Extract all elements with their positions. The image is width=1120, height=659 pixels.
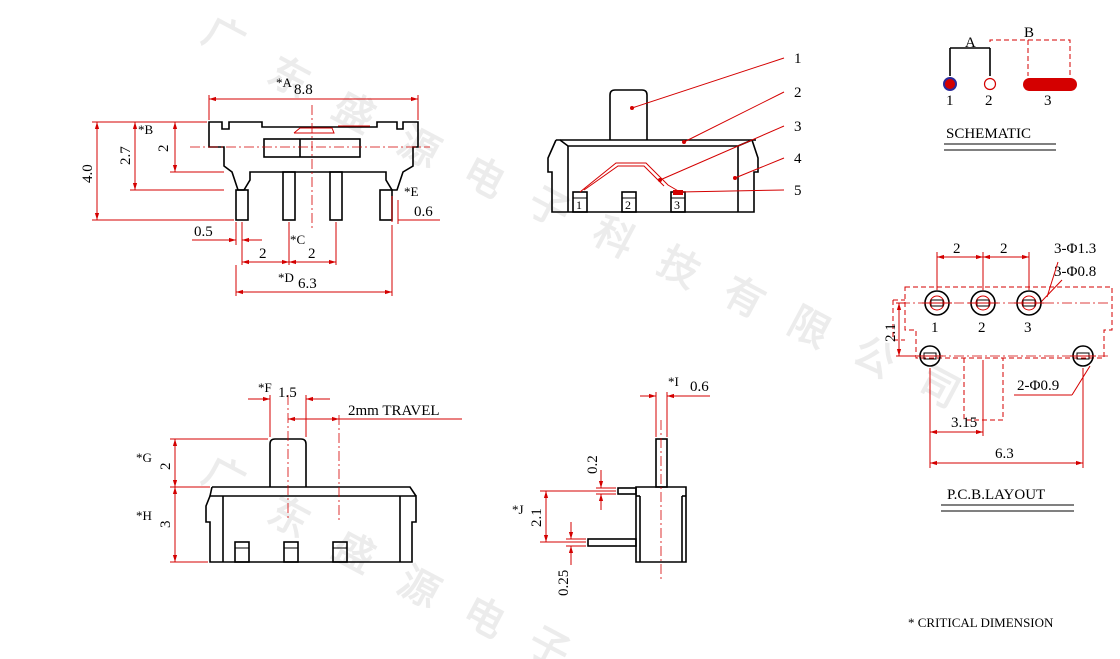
dim-B-value: 2: [156, 145, 172, 153]
dim-I-value: 0.6: [690, 379, 709, 395]
pcb-dim-6-3: 6.3: [995, 446, 1014, 462]
pcb-dim-left: 2: [953, 241, 961, 257]
schematic: A B 1 2 3 SCHEMATIC: [943, 25, 1077, 151]
pcb-pin-3: 3: [1024, 320, 1032, 336]
pcb-hole-2: [968, 290, 998, 316]
callout-3: 3: [794, 119, 802, 135]
dim-0-2: 0.2: [585, 455, 601, 474]
dim-F-value: 1.5: [278, 385, 297, 401]
schematic-pin-3: 3: [1044, 93, 1052, 109]
dim-G-value: 2: [158, 463, 174, 471]
iso-pin-2: 2: [625, 198, 631, 212]
svg-text:科: 科: [585, 208, 642, 267]
svg-text:电: 电: [455, 588, 512, 647]
pcb-hole-small: 3-Φ0.8: [1054, 264, 1096, 280]
pcb-dim-2-1: 2.1: [883, 323, 899, 342]
schematic-pin-1-icon: [943, 77, 957, 91]
svg-text:有: 有: [715, 268, 772, 327]
schematic-label-A: A: [965, 35, 976, 51]
svg-text:技: 技: [650, 238, 707, 297]
schematic-title: SCHEMATIC: [946, 126, 1031, 142]
pcb-pin-1: 1: [931, 320, 939, 336]
pcb-mount-hole-right: [1070, 345, 1096, 367]
iso-view: 1 2 3 1 2 3 4 5: [547, 51, 802, 213]
footnote: * CRITICAL DIMENSION: [908, 615, 1054, 630]
dim-I-label: *I: [668, 374, 679, 389]
dim-G-label: *G: [136, 450, 152, 465]
schematic-pin-3-icon: [1023, 78, 1077, 91]
dim-0-25: 0.25: [556, 570, 572, 596]
dim-C-value: 2: [308, 246, 316, 262]
dim-A-value: 8.8: [294, 82, 313, 98]
pcb-mount-hole-left: [917, 345, 943, 367]
dim-F-label: *F: [258, 380, 272, 395]
dim-J-label: *J: [512, 502, 524, 517]
front-view: *A 8.8 *B 2 2.7 4.0 *E 0.6 0.5: [80, 75, 440, 296]
dim-4-0: 4.0: [80, 164, 96, 183]
callout-2: 2: [794, 85, 802, 101]
dim-J-value: 2.1: [529, 508, 545, 527]
schematic-pin-2: 2: [985, 93, 993, 109]
svg-text:广: 广: [195, 8, 252, 67]
dim-D-label: *D: [278, 270, 294, 285]
pcb-title: P.C.B.LAYOUT: [947, 487, 1045, 503]
dim-A-label: *A: [276, 75, 293, 90]
schematic-pin-1: 1: [946, 93, 954, 109]
dim-D-value: 6.3: [298, 276, 317, 292]
dim-2: 2: [259, 246, 267, 262]
dim-0-5: 0.5: [194, 224, 213, 240]
callout-5: 5: [794, 183, 802, 199]
end-view: *I 0.6 0.2 *J 2.1 0.25: [512, 374, 710, 596]
svg-text:司: 司: [910, 358, 967, 417]
svg-text:东: 东: [260, 488, 317, 547]
dim-H-label: *H: [136, 508, 152, 523]
dim-C-label: *C: [290, 232, 305, 247]
dim-B-label: *B: [138, 122, 154, 137]
pcb-hole-1: [922, 290, 952, 316]
pcb-dim-3-15: 3.15: [951, 415, 977, 431]
callout-4: 4: [794, 151, 802, 167]
schematic-label-B: B: [1024, 25, 1034, 41]
svg-text:盛: 盛: [325, 523, 382, 582]
dim-H-value: 3: [158, 521, 174, 529]
svg-text:子: 子: [520, 618, 577, 659]
pcb-dim-right: 2: [1000, 241, 1008, 257]
side-view: *F 1.5 2mm TRAVEL *G 2 *H 3: [136, 380, 462, 563]
pcb-hole-3: [1014, 290, 1044, 316]
iso-pin-1: 1: [576, 198, 582, 212]
travel-label: 2mm TRAVEL: [348, 403, 440, 419]
svg-text:电: 电: [455, 148, 512, 207]
svg-text:限: 限: [780, 298, 837, 357]
dim-2-7: 2.7: [118, 146, 134, 165]
svg-text:源: 源: [390, 558, 447, 617]
dim-E-value: 0.6: [414, 204, 433, 220]
dim-E-label: *E: [404, 184, 419, 199]
schematic-pin-2-icon: [983, 77, 997, 91]
iso-pin-3: 3: [674, 198, 680, 212]
pcb-mount-holes: 2-Φ0.9: [1017, 378, 1059, 394]
pcb-layout: 2 2 3-Φ1.3 3-Φ0.8: [883, 241, 1113, 512]
pcb-pin-2: 2: [978, 320, 986, 336]
svg-text:盛: 盛: [325, 83, 382, 142]
callout-1: 1: [794, 51, 802, 67]
pcb-hole-big: 3-Φ1.3: [1054, 241, 1096, 257]
